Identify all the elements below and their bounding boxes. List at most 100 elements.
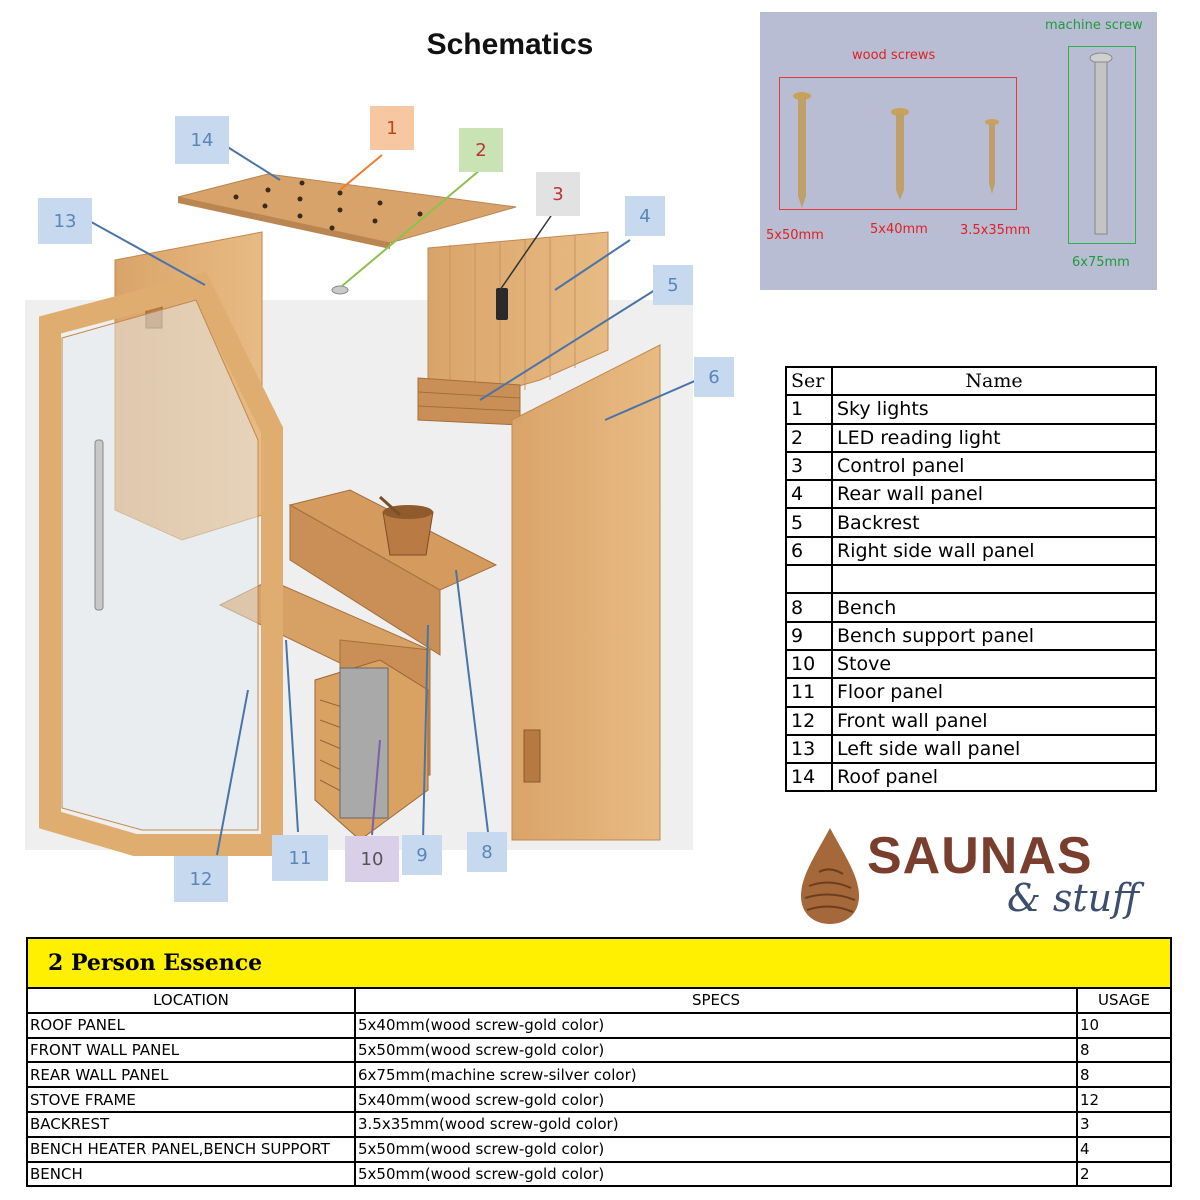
usage-usage: 8 <box>1076 1061 1172 1089</box>
usage-usage: 3 <box>1076 1110 1172 1138</box>
usage-location: REAR WALL PANEL <box>26 1061 356 1089</box>
parts-ser: 5 <box>785 507 833 538</box>
col-location: LOCATION <box>26 987 356 1014</box>
parts-ser: 3 <box>785 450 833 482</box>
parts-name: Right side wall panel <box>831 535 1157 567</box>
col-ser: Ser <box>785 365 833 397</box>
size-6x75: 6x75mm <box>1072 255 1130 270</box>
usage-location: BACKREST <box>26 1110 356 1138</box>
parts-name: Control panel <box>831 450 1157 482</box>
callout-4: 4 <box>625 196 665 236</box>
parts-ser: 8 <box>785 592 833 623</box>
usage-usage: 2 <box>1076 1160 1172 1188</box>
callout-11: 11 <box>272 835 328 881</box>
usage-location: FRONT WALL PANEL <box>26 1036 356 1064</box>
logo-text-saunas: SAUNAS <box>867 827 1093 885</box>
parts-name: Backrest <box>831 507 1157 538</box>
usage-usage: 8 <box>1076 1036 1172 1064</box>
parts-name: Stove <box>831 648 1157 680</box>
callout-9: 9 <box>402 835 442 875</box>
usage-specs: 6x75mm(machine screw-silver color) <box>354 1061 1078 1089</box>
parts-ser: 11 <box>785 677 833 708</box>
usage-specs: 5x50mm(wood screw-gold color) <box>354 1160 1078 1188</box>
parts-name: Roof panel <box>831 762 1157 793</box>
door-handle <box>94 439 104 611</box>
usage-specs: 5x50mm(wood screw-gold color) <box>354 1135 1078 1163</box>
parts-name: Floor panel <box>831 677 1157 708</box>
parts-ser: 2 <box>785 422 833 453</box>
usage-usage: 12 <box>1076 1086 1172 1113</box>
usage-location: BENCH <box>26 1160 356 1188</box>
callout-14: 14 <box>175 116 229 164</box>
parts-name: Rear wall panel <box>831 479 1157 510</box>
wood-screws-label: wood screws <box>852 48 936 63</box>
led-reading-light <box>331 285 349 295</box>
right-side-wall-panel <box>511 344 661 841</box>
parts-ser: 14 <box>785 762 833 793</box>
wood-screws-box <box>779 77 1017 210</box>
size-5x40: 5x40mm <box>870 222 928 237</box>
col-specs: SPECS <box>354 987 1078 1014</box>
machine-screw-label: machine screw <box>1045 18 1143 33</box>
usage-specs: 5x40mm(wood screw-gold color) <box>354 1011 1078 1039</box>
size-5x50: 5x50mm <box>766 228 824 243</box>
usage-usage: 4 <box>1076 1135 1172 1163</box>
parts-ser: 13 <box>785 733 833 765</box>
usage-specs: 5x50mm(wood screw-gold color) <box>354 1036 1078 1064</box>
usage-title: 2 Person Essence <box>26 937 1172 987</box>
parts-name: Bench support panel <box>831 620 1157 651</box>
parts-ser: 10 <box>785 648 833 680</box>
screws-photo: wood screws machine screw 5x50mm 5x40mm … <box>760 12 1157 290</box>
size-3.5x35: 3.5x35mm <box>960 223 1031 238</box>
parts-ser: 9 <box>785 620 833 651</box>
col-name: Name <box>831 365 1157 397</box>
callout-10: 10 <box>345 836 399 882</box>
screw-3.5x35 <box>985 119 999 194</box>
logo-text-stuff: & stuff <box>1007 876 1140 920</box>
screw-usage-section: 2 Person Essence LOCATION SPECS USAGE RO… <box>26 937 1172 1188</box>
parts-name: Left side wall panel <box>831 733 1157 765</box>
col-usage: USAGE <box>1076 987 1172 1014</box>
leader-lines <box>83 145 698 856</box>
screw-5x50 <box>793 92 811 208</box>
usage-location: BENCH HEATER PANEL,BENCH SUPPORT <box>26 1135 356 1163</box>
parts-header-row: Ser Name <box>785 365 1157 397</box>
parts-ser: 12 <box>785 705 833 736</box>
control-panel <box>496 288 508 320</box>
parts-name <box>831 564 1157 595</box>
saunas-and-stuff-logo: SAUNAS & stuff <box>797 826 1147 926</box>
callout-6: 6 <box>694 357 734 397</box>
parts-name: Sky lights <box>831 394 1157 425</box>
page-title: Schematics <box>426 28 594 61</box>
screw-6x75 <box>1089 52 1113 235</box>
parts-ser: 4 <box>785 479 833 510</box>
callout-8: 8 <box>467 832 507 872</box>
parts-name: LED reading light <box>831 422 1157 453</box>
parts-ser: 6 <box>785 535 833 567</box>
callout-12: 12 <box>174 856 228 902</box>
parts-row <box>785 564 1157 595</box>
parts-name: Front wall panel <box>831 705 1157 736</box>
sky-lights <box>233 180 423 231</box>
screw-5x40 <box>891 108 909 200</box>
machine-screw-box <box>1068 46 1136 244</box>
parts-name: Bench <box>831 592 1157 623</box>
callout-2: 2 <box>459 128 503 172</box>
parts-ser: 1 <box>785 394 833 425</box>
usage-location: STOVE FRAME <box>26 1086 356 1113</box>
screws-drawing <box>793 52 1113 235</box>
